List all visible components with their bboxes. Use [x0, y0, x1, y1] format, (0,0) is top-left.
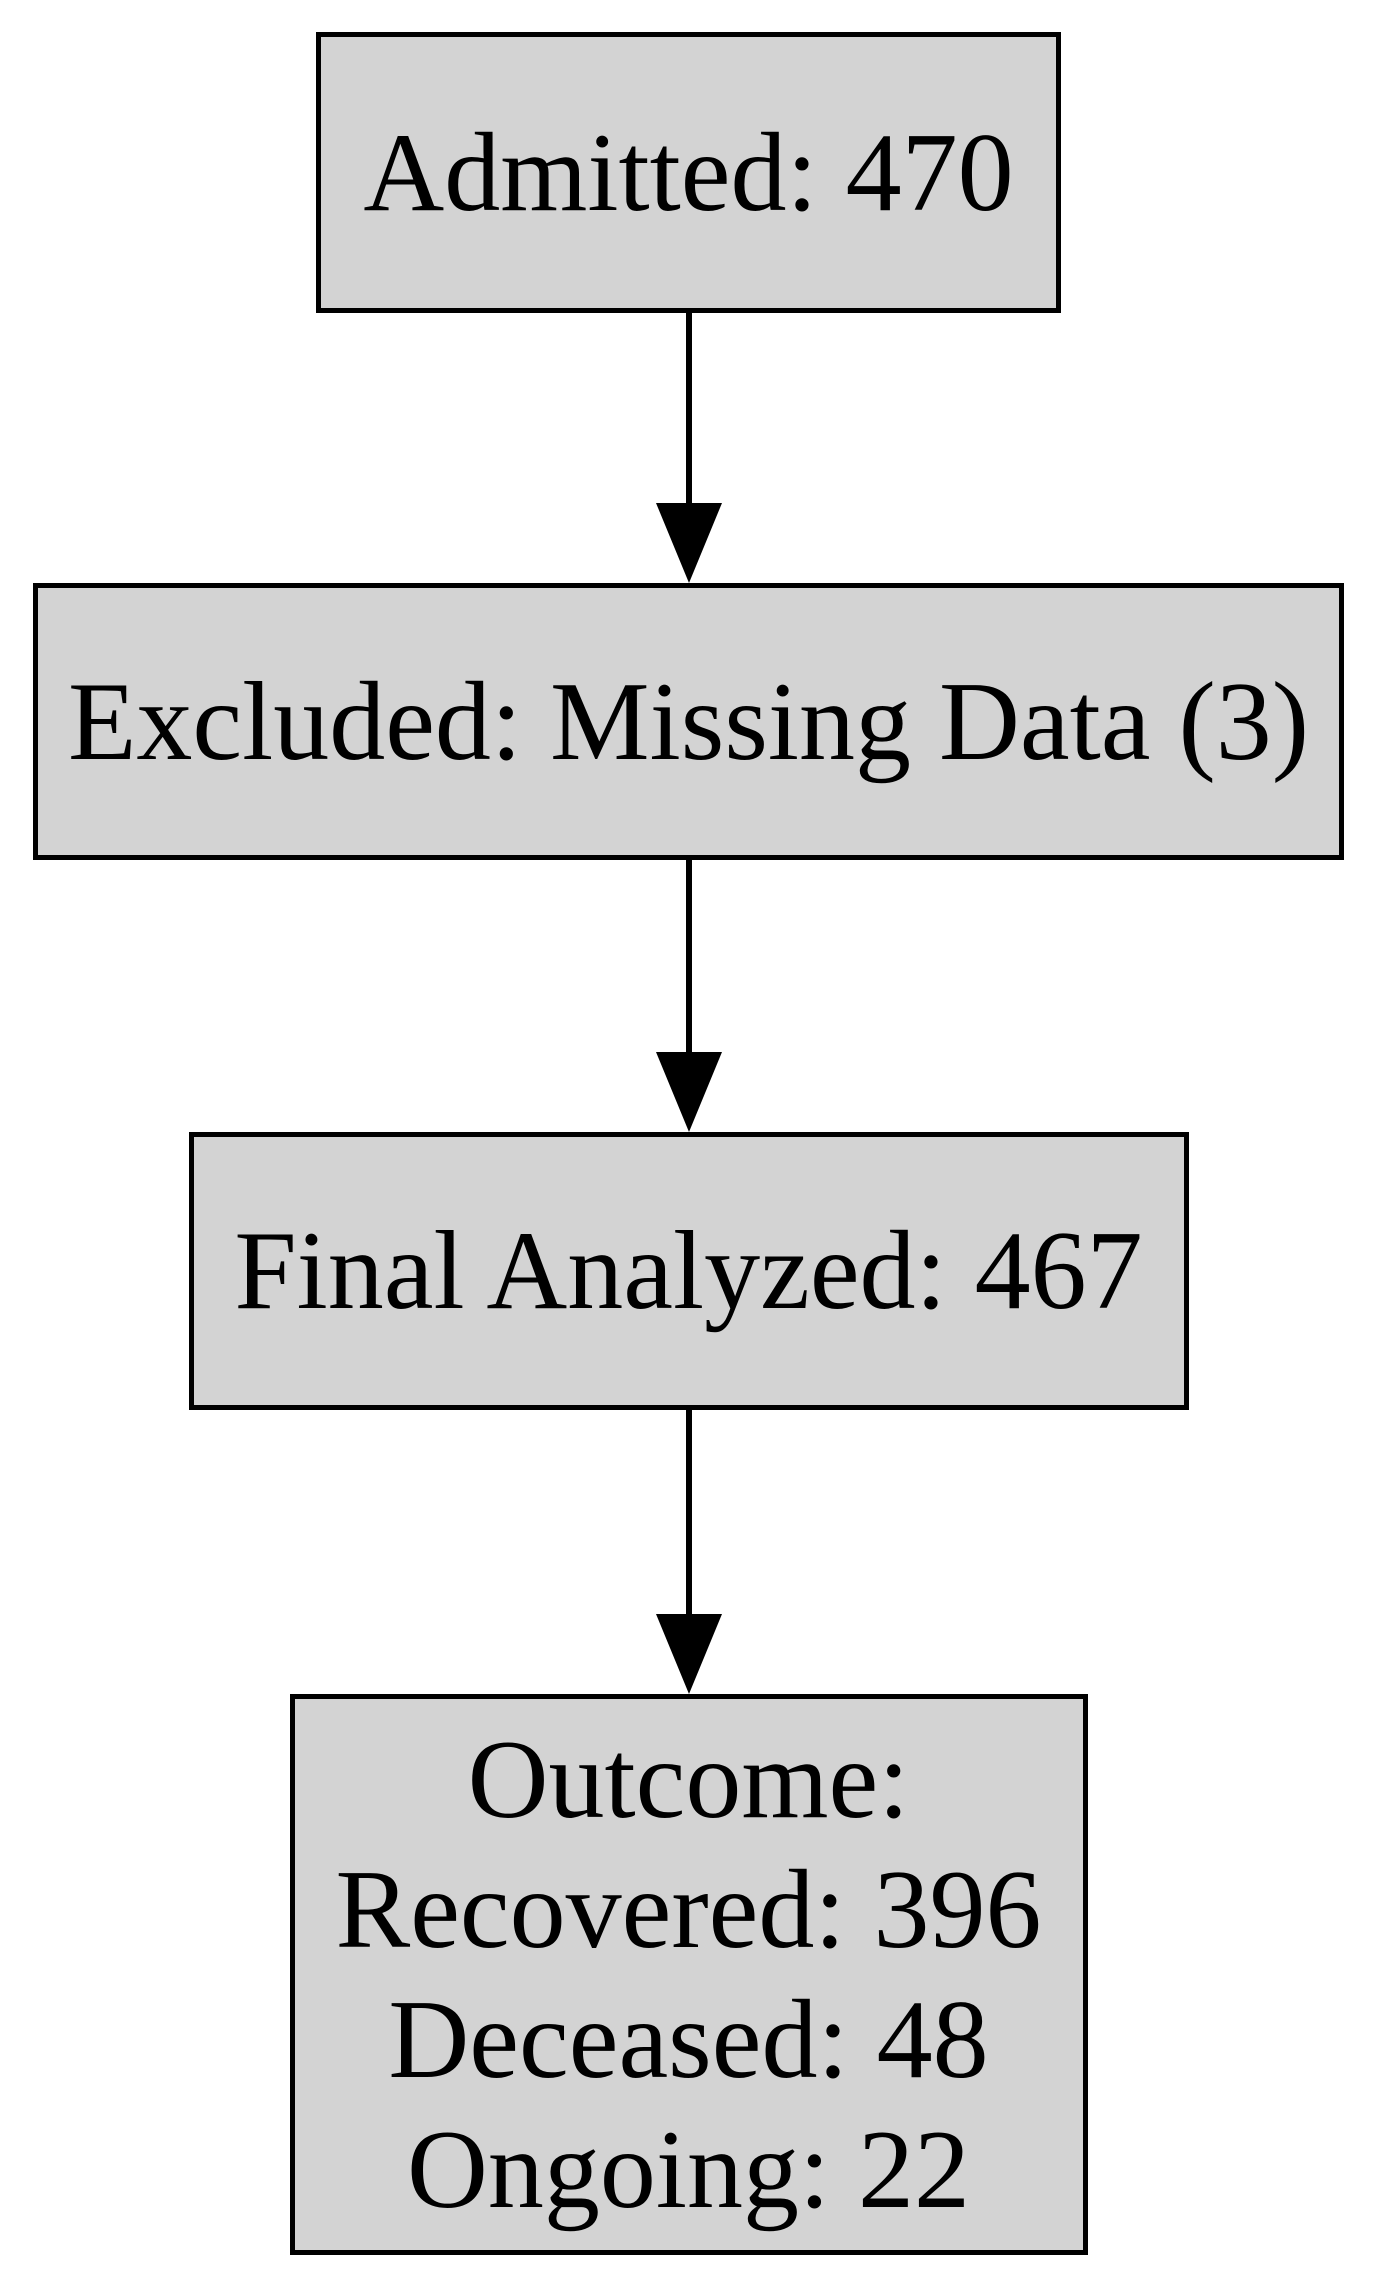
arrowhead-down-icon — [655, 503, 722, 583]
edge-line — [685, 313, 692, 503]
edge-admitted-to-excluded — [655, 313, 722, 583]
flow-node-final-analyzed: Final Analyzed: 467 — [188, 1132, 1189, 1410]
node-outcome-recovered: Recovered: 396 — [335, 1847, 1042, 1972]
node-final-analyzed-label: Final Analyzed: 467 — [234, 1209, 1143, 1333]
arrowhead-down-icon — [655, 1052, 722, 1132]
node-outcome-ongoing: Ongoing: 22 — [406, 2107, 971, 2232]
node-excluded-label: Excluded: Missing Data (3) — [67, 659, 1310, 784]
flow-node-excluded: Excluded: Missing Data (3) — [33, 583, 1344, 860]
node-outcome-deceased: Deceased: 48 — [388, 1977, 989, 2102]
arrowhead-down-icon — [655, 1614, 722, 1694]
node-admitted-label: Admitted: 470 — [363, 110, 1014, 235]
edge-excluded-to-final-analyzed — [655, 860, 722, 1132]
edge-line — [685, 860, 692, 1052]
edge-line — [685, 1410, 692, 1614]
flow-node-admitted: Admitted: 470 — [316, 32, 1061, 313]
edge-final-analyzed-to-outcome — [655, 1410, 722, 1694]
node-outcome-title: Outcome: — [467, 1717, 910, 1842]
flow-node-outcome: Outcome: Recovered: 396 Deceased: 48 Ong… — [289, 1694, 1088, 2255]
